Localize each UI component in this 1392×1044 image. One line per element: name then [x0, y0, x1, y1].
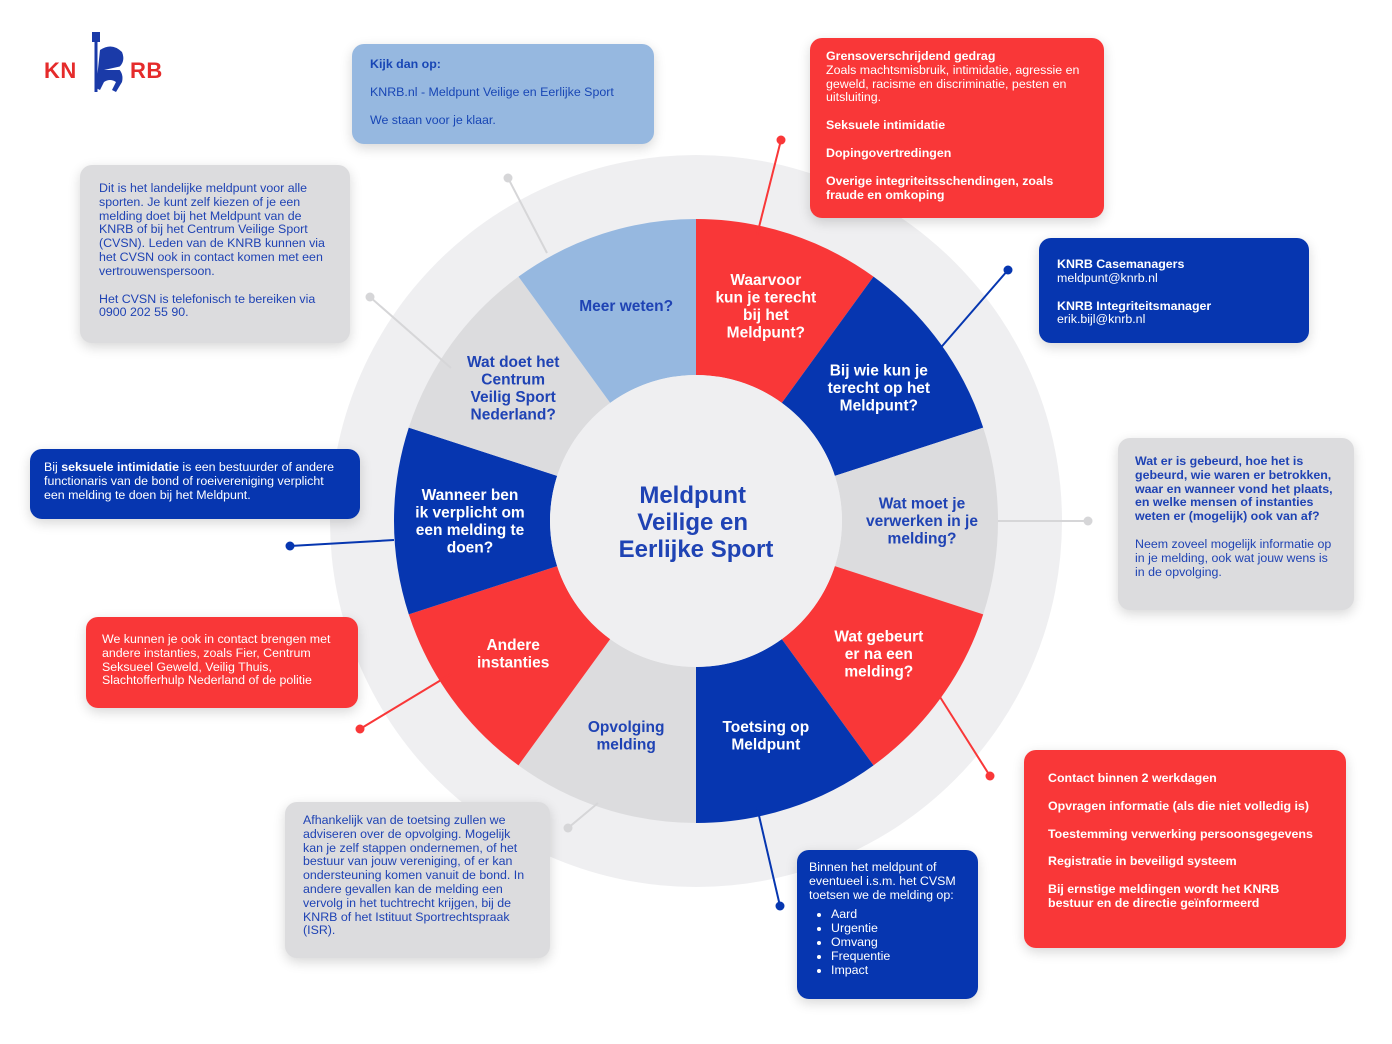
bij-wie-box: KNRB Casemanagers meldpunt@knrb.nl KNRB …: [1039, 238, 1309, 343]
meer-weten-box: Kijk dan op: KNRB.nl - Meldpunt Veilige …: [352, 44, 654, 144]
logo-text-left: KN: [44, 58, 77, 83]
toetsing-criterion: Omvang: [831, 935, 966, 950]
rower-lion-icon: [92, 32, 124, 92]
waarvoor-item3: Dopingovertredingen: [826, 145, 952, 160]
connector-wat-doet: [369, 296, 452, 369]
connector-andere: [359, 673, 452, 730]
wat-gebeurt-item-3: Toestemming verwerking persoonsgegevens: [1048, 826, 1313, 841]
andere-instanties-box: We kunnen je ook in contact brengen met …: [86, 617, 358, 708]
meer-weten-title: Kijk dan op:: [370, 57, 441, 71]
wanneer-text-post: is een bestuurder of andere functionaris…: [44, 460, 334, 502]
segment-wat-doet[interactable]: [408, 276, 611, 476]
wat-gebeurt-item-5: Bij ernstige meldingen wordt het KNRB be…: [1048, 882, 1280, 910]
wat-gebeurt-item-2: Opvragen informatie (als die niet volled…: [1048, 798, 1309, 813]
segment-andere[interactable]: [408, 566, 611, 766]
toetsing-intro: Binnen het meldpunt of eventueel i.s.m. …: [809, 860, 956, 902]
wat-gebeurt-item-4: Registratie in beveiligd systeem: [1048, 854, 1237, 869]
integriteitsmanager-email[interactable]: erik.bijl@knrb.nl: [1057, 312, 1146, 327]
connector-waarvoor: [756, 139, 782, 236]
segment-wat-gebeurt[interactable]: [781, 566, 984, 766]
connector-wanneer: [289, 539, 395, 547]
connector-meer-weten-dot: [503, 173, 513, 183]
connector-wat-doet-dot: [365, 292, 375, 302]
waarvoor-item4: Overige integriteitsschendingen, zoals f…: [826, 173, 1054, 202]
toetsing-criterion: Impact: [831, 963, 966, 978]
segments: [394, 219, 998, 823]
connector-opvolging-dot: [563, 823, 573, 833]
segment-waarvoor[interactable]: [696, 219, 874, 403]
center-title: Meldpunt Veilige en Eerlijke Sport: [619, 482, 774, 563]
wat-moet-text: Neem zoveel mogelijk informatie op in je…: [1135, 536, 1332, 579]
wat-doet-text-1: Dit is het landelijke meldpunt voor alle…: [99, 181, 325, 278]
meer-weten-text: We staan voor je klaar.: [370, 112, 496, 127]
casemanagers-email[interactable]: meldpunt@knrb.nl: [1057, 270, 1158, 285]
connector-bij-wie: [936, 269, 1009, 353]
integriteitsmanager-role: KNRB Integriteitsmanager: [1057, 298, 1212, 313]
casemanagers-role: KNRB Casemanagers: [1057, 257, 1185, 271]
waarvoor-box: Grensoverschrijdend gedrag Zoals machtsm…: [810, 38, 1104, 218]
connector-toetsing: [756, 806, 781, 907]
connector-wanneer-dot: [285, 541, 295, 551]
toetsing-criterion: Aard: [831, 908, 966, 922]
toetsing-criterion: Frequentie: [831, 949, 966, 964]
connector-toetsing-dot: [775, 901, 785, 911]
toetsing-box: Binnen het meldpunt of eventueel i.s.m. …: [797, 850, 978, 999]
logo-text-right: RB: [130, 58, 163, 83]
segment-bij-wie[interactable]: [781, 276, 984, 476]
wat-doet-text-2: Het CVSN is telefonisch te bereiken via …: [99, 291, 316, 320]
wat-moet-box: Wat er is gebeurd, hoe het is gebeurd, w…: [1118, 438, 1354, 610]
segment-wat-moet[interactable]: [834, 427, 998, 615]
knrb-logo[interactable]: KN RB: [44, 30, 168, 100]
connector-lines: [285, 135, 1093, 911]
toetsing-criterion: Urgentie: [831, 921, 966, 936]
connector-opvolging: [567, 802, 599, 829]
connector-meer-weten: [507, 177, 548, 254]
andere-instanties-text: We kunnen je ook in contact brengen met …: [102, 632, 331, 688]
connector-wat-gebeurt-dot: [985, 771, 995, 781]
connector-wat-moet-dot: [1083, 516, 1093, 526]
segment-toetsing[interactable]: [696, 639, 874, 823]
connector-wat-gebeurt: [939, 696, 991, 777]
opvolging-box: Afhankelijk van de toetsing zullen we ad…: [285, 802, 550, 958]
connector-waarvoor-dot: [776, 135, 786, 145]
segment-label-meer-weten: Meer weten?: [579, 298, 673, 315]
center-circle: [550, 375, 842, 667]
wat-doet-cvsn-box: Dit is het landelijke meldpunt voor alle…: [80, 165, 350, 343]
wanneer-text-pre: Bij: [44, 460, 62, 474]
connector-bij-wie-dot: [1003, 265, 1013, 275]
segment-opvolging[interactable]: [518, 639, 696, 823]
waarvoor-item1-text: Zoals machtsmisbruik, intimidatie, agres…: [826, 62, 1080, 105]
toetsing-criteria-list: Aard Urgentie Omvang Frequentie Impact: [809, 908, 966, 977]
wat-moet-question: Wat er is gebeurd, hoe het is gebeurd, w…: [1135, 454, 1333, 524]
segment-meer-weten[interactable]: [518, 219, 696, 403]
wat-gebeurt-box: Contact binnen 2 werkdagen Opvragen info…: [1024, 750, 1346, 948]
meer-weten-link[interactable]: KNRB.nl - Meldpunt Veilige en Eerlijke S…: [370, 84, 614, 99]
waarvoor-item1-title: Grensoverschrijdend gedrag: [826, 49, 996, 63]
waarvoor-item2: Seksuele intimidatie: [826, 118, 946, 133]
wanneer-box: Bij seksuele intimidatie is een bestuurd…: [30, 449, 360, 519]
connector-andere-dot: [355, 724, 365, 734]
segment-wanneer[interactable]: [394, 427, 558, 615]
wanneer-text: Bij seksuele intimidatie is een bestuurd…: [44, 460, 346, 502]
opvolging-text: Afhankelijk van de toetsing zullen we ad…: [303, 813, 525, 938]
wat-gebeurt-item-1: Contact binnen 2 werkdagen: [1048, 771, 1217, 785]
wanneer-text-bold: seksuele intimidatie: [61, 460, 179, 474]
